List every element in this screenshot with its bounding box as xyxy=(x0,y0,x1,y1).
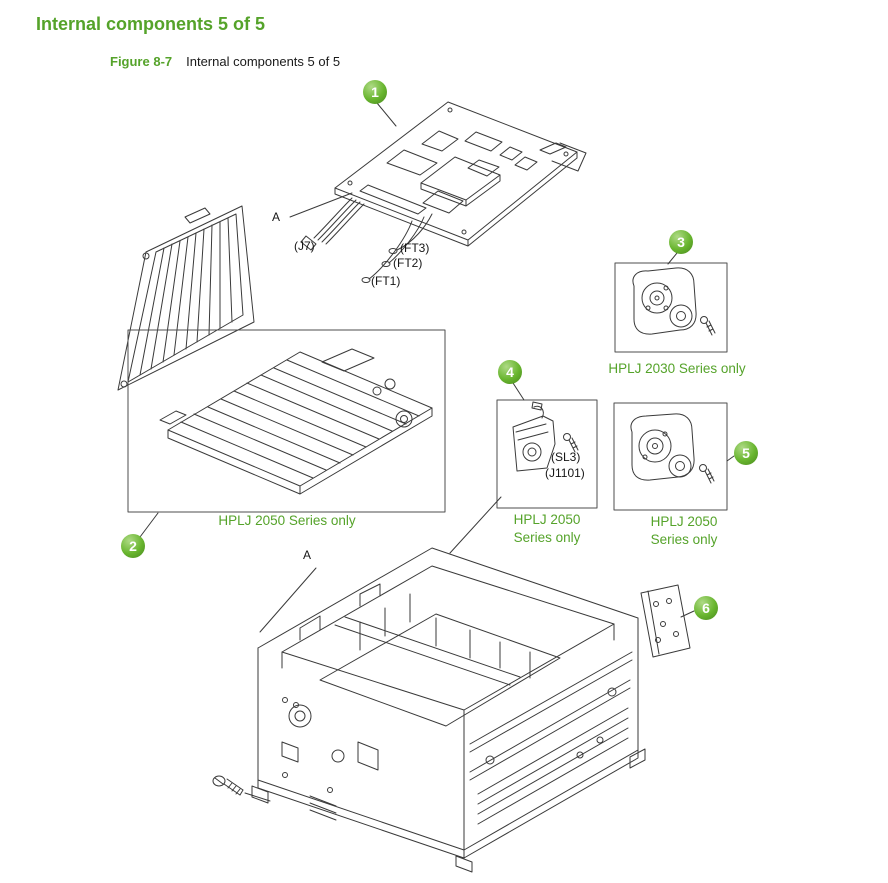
callout-3: 3 xyxy=(669,230,693,254)
part-box-4 xyxy=(496,399,598,509)
label-ft2: (FT2) xyxy=(393,256,423,270)
label-sl3: (SL3) xyxy=(551,450,581,464)
screw-drawing xyxy=(212,775,271,802)
label-j7: (J7) xyxy=(294,239,315,253)
grounding-plate-drawing xyxy=(640,584,691,658)
cable-bundle-drawing xyxy=(300,197,433,283)
series-label-2050-solenoid: HPLJ 2050 Series only xyxy=(494,511,600,546)
label-a-top: A xyxy=(272,210,281,224)
series-label-line1: HPLJ 2050 xyxy=(650,514,718,529)
series-label-line2: Series only xyxy=(650,531,718,547)
part-box-5 xyxy=(613,402,728,511)
page-title: Internal components 5 of 5 xyxy=(36,14,266,34)
motor-2050-drawing xyxy=(613,402,728,511)
callout-1: 1 xyxy=(363,80,387,104)
series-label-2050-tray: HPLJ 2050 Series only xyxy=(218,513,356,528)
leader-lines xyxy=(139,102,735,633)
series-label-2030: HPLJ 2030 Series only xyxy=(608,361,746,376)
series-label-2050-motor: HPLJ 2050 Series only xyxy=(631,513,737,548)
label-a-bottom: A xyxy=(303,548,312,562)
part-box-2 xyxy=(127,329,446,513)
solenoid-drawing xyxy=(449,399,598,554)
motor-2030-drawing xyxy=(614,262,728,353)
label-ft1: (FT1) xyxy=(371,274,401,288)
formatter-board-drawing xyxy=(334,101,587,247)
chassis-drawing xyxy=(251,547,646,873)
rear-door-drawing xyxy=(117,205,255,391)
figure-number: Figure 8-7 xyxy=(110,54,173,69)
callout-5: 5 xyxy=(734,441,758,465)
series-label-line2: Series only xyxy=(513,529,581,545)
callout-6: 6 xyxy=(694,596,718,620)
callout-4: 4 xyxy=(498,360,522,384)
figure-caption: Figure 8-7 Internal components 5 of 5 xyxy=(110,54,340,69)
tray-assembly-drawing xyxy=(127,329,446,513)
label-ft3: (FT3) xyxy=(400,241,430,255)
series-label-line1: HPLJ 2050 xyxy=(513,512,581,527)
label-j1101: (J1101) xyxy=(545,466,585,480)
figure-title: Internal components 5 of 5 xyxy=(186,54,341,69)
part-box-3 xyxy=(614,262,728,353)
callout-2: 2 xyxy=(121,534,145,558)
